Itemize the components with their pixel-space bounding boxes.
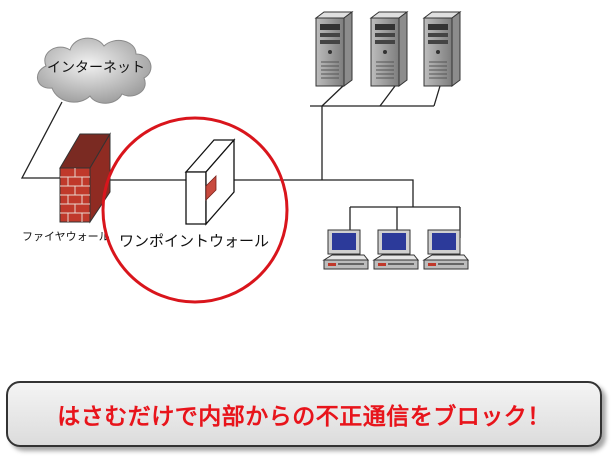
server-tower-icon (422, 11, 462, 87)
internet-label: インターネット (47, 60, 145, 76)
server-tower-icon (314, 11, 354, 87)
server-drop-1 (321, 85, 344, 107)
cloud-icon (37, 37, 152, 104)
desktop-computer-icon (322, 229, 370, 270)
client-link-line (322, 179, 414, 207)
server-drop-3 (433, 85, 441, 107)
firewall-label: ファイヤウォール (22, 230, 110, 243)
callout-text: はさむだけで内部からの不正通信をブロック！ (57, 404, 551, 430)
client-group (322, 229, 470, 270)
network-lines (20, 85, 461, 238)
highlight-circle (101, 116, 289, 304)
server-drop-2 (379, 85, 396, 107)
onepoint-wall-icon (184, 138, 236, 226)
internet-link-line (20, 101, 70, 179)
desktop-computer-icon (372, 229, 420, 270)
onepoint-label: ワンポイントウォール (119, 232, 269, 250)
network-diagram: インターネット ファイヤウォール ワンポイントウォール (20, 11, 470, 304)
server-tower-icon (369, 11, 409, 87)
desktop-computer-icon (422, 229, 470, 270)
callout-box: はさむだけで内部からの不正通信をブロック！ (6, 381, 602, 447)
server-group (314, 11, 462, 87)
brick-wall-icon (59, 132, 111, 224)
